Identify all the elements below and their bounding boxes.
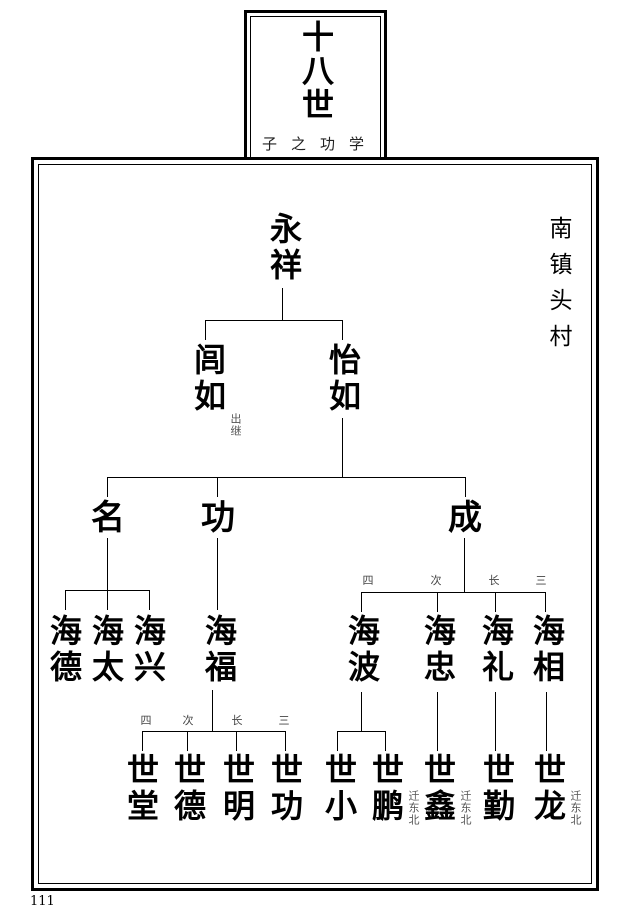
tree-connector-line (464, 538, 465, 592)
tree-connector-line (437, 592, 438, 612)
village-name: 南镇头村 (545, 216, 571, 360)
person-gen5: 世勤 (478, 753, 516, 825)
birth-order-label: 次 (182, 714, 194, 727)
person-gen3: 功 (201, 498, 235, 538)
tree-connector-line (107, 477, 465, 478)
tree-connector-line (285, 731, 286, 751)
frame-inner-border (250, 16, 381, 157)
tree-connector-line (217, 538, 218, 610)
migration-note: 迁东北 (459, 790, 472, 826)
birth-order-label: 三 (535, 574, 547, 587)
person-gen5: 世功 (266, 753, 304, 825)
person-gen4: 海德 (45, 614, 83, 686)
generation-subtitle: 子之功学 (262, 135, 379, 153)
tree-connector-line (361, 592, 545, 593)
tree-connector-line (546, 692, 547, 751)
person-gen5: 世堂 (122, 753, 160, 825)
birth-order-label: 四 (362, 574, 374, 587)
tree-connector-line (65, 590, 66, 610)
person-gen5: 世小 (320, 753, 358, 825)
title-box (244, 10, 387, 160)
tree-connector-line (205, 320, 206, 340)
tree-connector-line (495, 692, 496, 751)
person-gen4: 海礼 (477, 614, 515, 686)
frame-inner-border (38, 164, 592, 884)
tree-connector-line (361, 692, 362, 731)
tree-connector-line (212, 690, 213, 731)
person-gen2: 怡如 (324, 343, 362, 415)
tree-connector-line (342, 418, 343, 477)
tree-connector-line (107, 538, 108, 590)
tree-connector-line (361, 592, 362, 612)
person-root: 永祥 (265, 212, 303, 284)
birth-order-label: 长 (488, 574, 500, 587)
main-frame (31, 157, 599, 891)
person-gen4: 海相 (528, 614, 566, 686)
tree-connector-line (385, 731, 386, 751)
tree-connector-line (187, 731, 188, 751)
tree-connector-line (337, 731, 338, 751)
person-gen5: 世龙 (529, 753, 567, 825)
tree-connector-line (337, 731, 385, 732)
person-gen3: 成 (448, 498, 482, 538)
person-gen4: 海兴 (129, 614, 167, 686)
tree-connector-line (437, 692, 438, 751)
person-gen4: 海福 (200, 614, 238, 686)
person-gen2: 闾如 (189, 343, 227, 415)
tree-connector-line (107, 590, 108, 610)
tree-connector-line (205, 320, 342, 321)
tree-connector-line (545, 592, 546, 612)
birth-order-label: 次 (430, 574, 442, 587)
birth-order-label: 四 (140, 714, 152, 727)
tree-connector-line (465, 477, 466, 497)
person-gen4: 海波 (343, 614, 381, 686)
migration-note: 迁东北 (407, 790, 420, 826)
person-gen5: 世明 (218, 753, 256, 825)
person-gen3: 名 (91, 498, 125, 538)
tree-connector-line (282, 288, 283, 320)
tree-connector-line (142, 731, 285, 732)
tree-connector-line (217, 477, 218, 497)
tree-connector-line (107, 477, 108, 497)
person-gen4: 海太 (87, 614, 125, 686)
generation-title: 十八世 (297, 20, 335, 122)
tree-connector-line (236, 731, 237, 751)
birth-order-label: 长 (231, 714, 243, 727)
person-gen5: 世鹏 (367, 753, 405, 825)
person-gen4: 海忠 (419, 614, 457, 686)
page-number: 111 (30, 894, 55, 909)
tree-connector-line (142, 731, 143, 751)
person-gen5: 世鑫 (419, 753, 457, 825)
tree-connector-line (149, 590, 150, 610)
migration-note: 迁东北 (569, 790, 582, 826)
adoption-note: 出继 (229, 413, 242, 437)
person-gen5: 世德 (169, 753, 207, 825)
tree-connector-line (342, 320, 343, 340)
tree-connector-line (495, 592, 496, 612)
birth-order-label: 三 (278, 714, 290, 727)
